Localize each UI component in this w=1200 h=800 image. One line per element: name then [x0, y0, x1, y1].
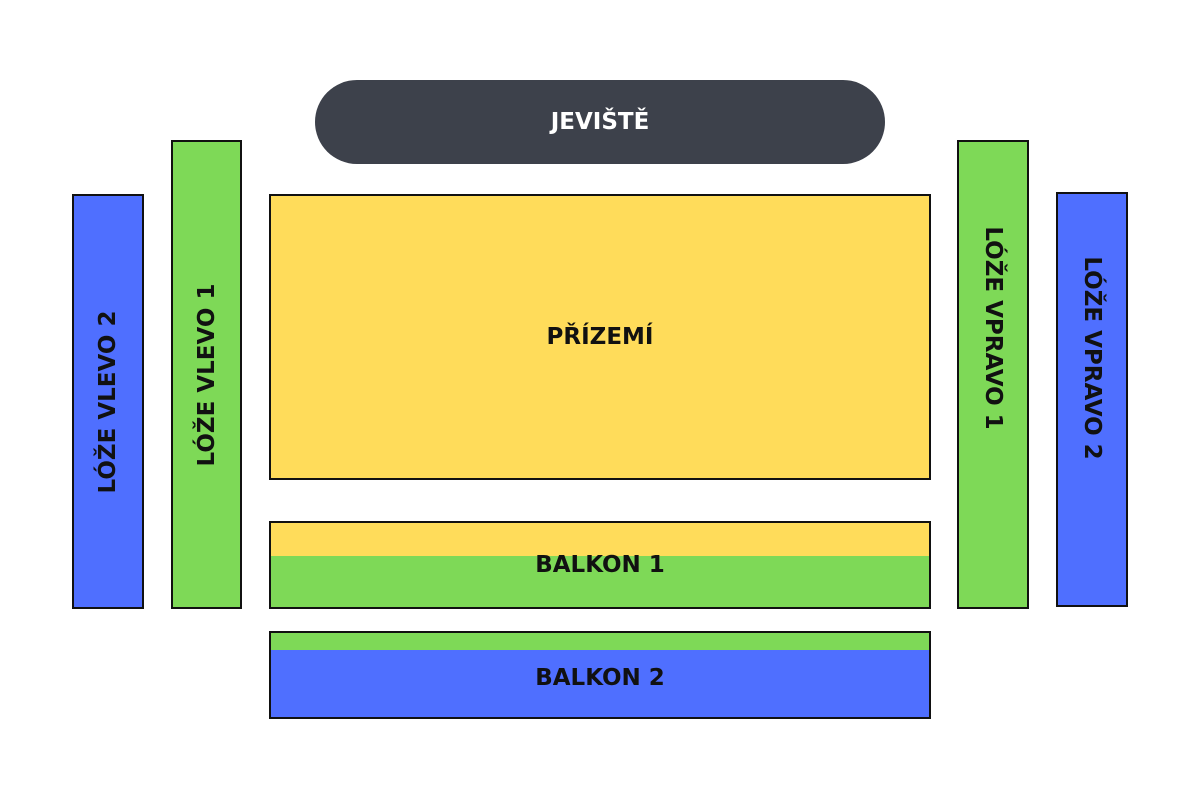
section-label: LÓŽE VLEVO 2 [95, 310, 121, 493]
section-label: LÓŽE VPRAVO 1 [980, 226, 1006, 430]
section-label: LÓŽE VPRAVO 2 [1079, 256, 1105, 461]
section-label: LÓŽE VLEVO 1 [193, 283, 220, 466]
section-balkon-1[interactable]: BALKON 1 [269, 521, 931, 609]
section-label: BALKON 2 [535, 665, 665, 692]
section-prizemi[interactable]: PŘÍZEMÍ [269, 194, 931, 480]
section-label: PŘÍZEMÍ [546, 324, 654, 350]
section-balkon-2[interactable]: BALKON 2 [269, 631, 931, 719]
stage: JEVIŠTĚ [315, 80, 885, 164]
stage-label: JEVIŠTĚ [550, 109, 650, 135]
section-loze-vpravo-2[interactable]: LÓŽE VPRAVO 2 [1056, 192, 1128, 607]
section-loze-vpravo-1[interactable]: LÓŽE VPRAVO 1 [957, 140, 1029, 609]
section-loze-vlevo-2[interactable]: LÓŽE VLEVO 2 [72, 194, 144, 609]
section-label: BALKON 1 [535, 552, 665, 578]
section-loze-vlevo-1[interactable]: LÓŽE VLEVO 1 [171, 140, 242, 609]
